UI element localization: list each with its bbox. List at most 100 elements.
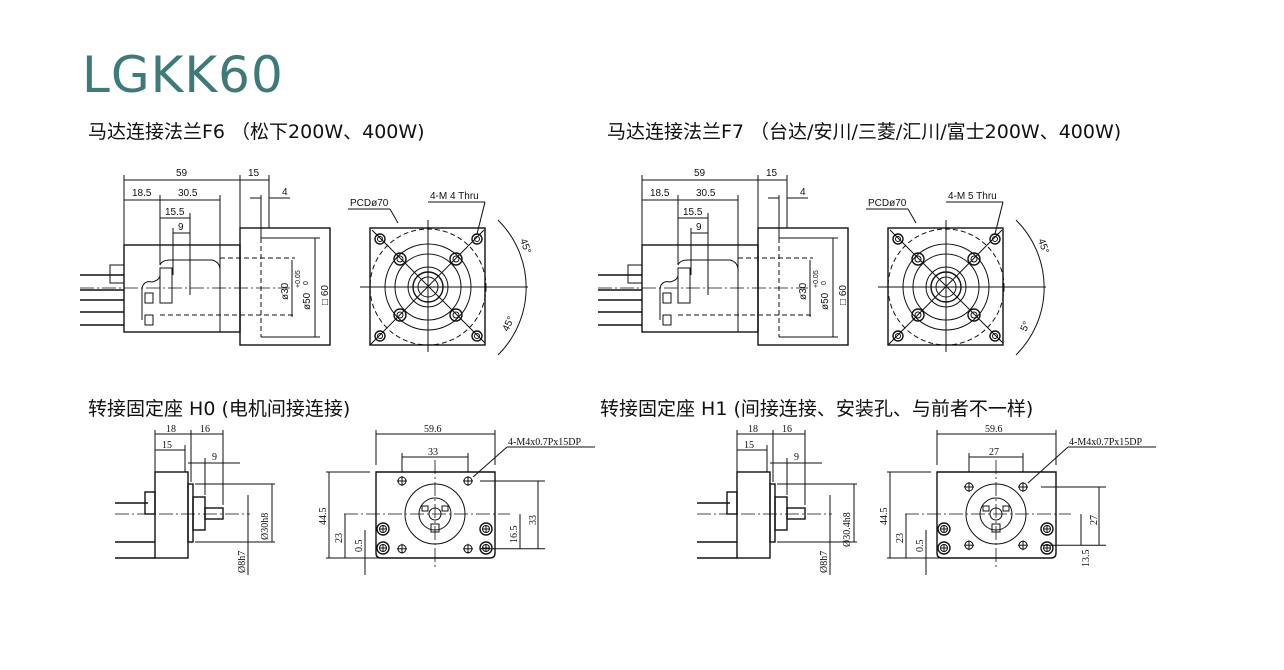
drawing-line — [937, 522, 951, 536]
dim-phi30: ø30 — [280, 282, 291, 300]
drawing-line — [452, 311, 460, 319]
page-title: LGKK60 — [82, 46, 284, 104]
drawing-line — [374, 233, 386, 245]
drawing-line — [376, 522, 390, 536]
drawing-line — [911, 308, 925, 322]
drawing-line — [412, 271, 444, 303]
dim-4: 4 — [800, 187, 806, 198]
drawing-line — [374, 330, 386, 342]
dim-phi50: ø50 — [820, 292, 831, 310]
dim-15: 15 — [766, 168, 778, 179]
dim-sq60: □ 60 — [320, 285, 331, 305]
dim-18-5: 18.5 — [650, 188, 670, 199]
dim-18: 18 — [748, 424, 758, 435]
drawing-line — [428, 507, 442, 521]
drawing-line — [187, 483, 194, 543]
drawing-line — [449, 252, 463, 266]
drawing-line — [930, 271, 962, 303]
dim-offset: 0.5 — [354, 540, 365, 553]
drawing-line — [914, 311, 922, 319]
dim-hole-vert: 27 — [1089, 515, 1100, 525]
drawing-line — [967, 308, 981, 322]
dim-18-5: 18.5 — [132, 188, 152, 199]
drawing-line — [204, 507, 224, 520]
drawing-line — [911, 252, 925, 266]
drawing-line — [404, 483, 466, 545]
drawing-line — [994, 201, 1004, 235]
drawing-line — [1015, 219, 1045, 356]
dim-18: 18 — [166, 424, 176, 435]
drawing-line — [970, 311, 978, 319]
drawing-line — [677, 259, 739, 271]
drawing-line — [982, 505, 990, 512]
pcd-label: PCDø70 — [868, 198, 907, 209]
drawing-line — [441, 505, 449, 512]
holes-label: 4-M4x0.7Px15DP — [1069, 437, 1143, 448]
drawing-line — [936, 471, 1057, 559]
drawing-line — [970, 255, 978, 263]
drawing-line — [474, 333, 480, 339]
drawing-line — [914, 255, 922, 263]
drawing-line — [393, 252, 407, 266]
dim-15: 15 — [248, 168, 260, 179]
drawing-line — [141, 274, 161, 320]
drawing-line — [452, 255, 460, 263]
front-view: 59.6 27 44.5 23 0.5 13.5 27 4-M4x0.7Px15… — [879, 424, 1156, 575]
drawing-line — [967, 252, 981, 266]
drawing-line — [144, 292, 154, 304]
dim-59: 59 — [694, 168, 706, 179]
holes-label: 4-M 4 Thru — [430, 191, 479, 202]
drawing-line — [407, 266, 449, 308]
drawing-line — [902, 243, 990, 331]
drawing-line — [479, 522, 493, 536]
dim-phi-shaft: Ø8h7 — [819, 551, 830, 573]
drawing-line — [892, 233, 904, 245]
holes-label: 4-M4x0.7Px15DP — [508, 437, 582, 448]
angle-lower: 5° — [1019, 320, 1033, 333]
drawing-line — [769, 483, 776, 543]
drawing-line — [394, 253, 462, 321]
drawing-line — [154, 471, 189, 559]
dim-height: 44.5 — [879, 508, 890, 526]
drawing-line — [786, 507, 806, 520]
drawing-line — [192, 496, 206, 531]
dim-hole-vert: 33 — [528, 515, 539, 525]
dim-phi50: ø50 — [302, 292, 313, 310]
drawing-line — [471, 233, 483, 245]
dim-16: 16 — [200, 424, 210, 435]
drawing-line — [476, 201, 486, 235]
drawing-line — [377, 236, 383, 242]
drawing-line — [377, 333, 383, 339]
dim-phi-boss: Ø30.4h8 — [842, 512, 853, 547]
dim-15: 15 — [162, 440, 172, 451]
drawing-line — [925, 266, 967, 308]
drawing-line — [375, 471, 496, 559]
drawing-line — [159, 259, 221, 271]
dim-30-5: 30.5 — [178, 188, 198, 199]
dim-phi-boss: Ø30h8 — [260, 513, 271, 540]
dim-tol: +0.05 — [813, 270, 820, 288]
dim-16: 16 — [782, 424, 792, 435]
drawing-line — [159, 267, 173, 304]
dim-9: 9 — [212, 452, 217, 463]
drawing-line — [907, 208, 917, 224]
drawing-line — [627, 264, 643, 284]
holes-label: 4-M 5 Thru — [948, 191, 997, 202]
drawing-line — [991, 523, 1001, 533]
drawing-line — [992, 236, 998, 242]
dim-phi-shaft: Ø8h7 — [237, 551, 248, 573]
dim-15-5: 15.5 — [683, 207, 703, 218]
drawing-line — [965, 483, 1027, 545]
dim-4: 4 — [282, 187, 288, 198]
drawing-line — [662, 292, 672, 304]
front-view: PCDø70 4-M 4 Thru 45° 45° — [348, 191, 533, 356]
side-view: 18 16 15 9 Ø30h8 Ø8h7 — [115, 424, 275, 575]
drawing-line — [449, 308, 463, 322]
dim-30-5: 30.5 — [696, 188, 716, 199]
drawing-line — [389, 208, 399, 224]
dim-tol: +0.05 — [295, 270, 302, 288]
dim-height: 44.5 — [318, 508, 329, 526]
drawing-line — [1040, 541, 1054, 555]
